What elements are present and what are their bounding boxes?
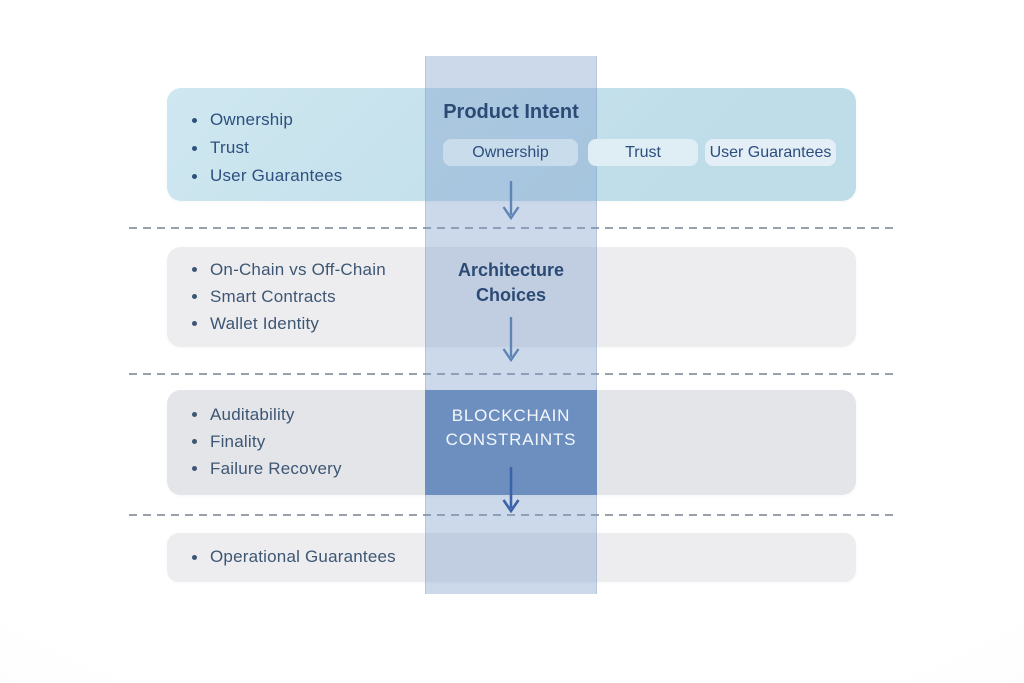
down-arrow-icon bbox=[499, 466, 523, 513]
bullet-dot-icon bbox=[192, 173, 197, 179]
bullet-dot-icon bbox=[192, 145, 197, 151]
list-item: On-Chain vs Off-Chain bbox=[192, 256, 386, 283]
bullet-dot-icon bbox=[192, 466, 197, 471]
list-item-label: Trust bbox=[210, 138, 250, 157]
chip-label: User Guarantees bbox=[709, 143, 832, 161]
list-item: Trust bbox=[192, 134, 342, 162]
bullet-dot-icon bbox=[192, 267, 197, 272]
bullet-list-architecture-choices: On-Chain vs Off-Chain Smart Contracts Wa… bbox=[192, 256, 386, 337]
separator-dashed-line bbox=[129, 373, 895, 375]
chip-ownership: Ownership bbox=[443, 139, 578, 166]
stage-title-product-intent: Product Intent bbox=[443, 101, 579, 123]
down-arrow-icon bbox=[499, 180, 523, 220]
bullet-dot-icon bbox=[192, 412, 197, 417]
bullet-list-product-intent: Ownership Trust User Guarantees bbox=[192, 106, 342, 190]
list-item-label: User Guarantees bbox=[210, 166, 343, 185]
list-item: Wallet Identity bbox=[192, 310, 386, 337]
bullet-list-operational-guarantees: Operational Guarantees bbox=[192, 543, 396, 571]
list-item: Failure Recovery bbox=[192, 455, 342, 482]
list-item: Ownership bbox=[192, 106, 342, 134]
chip-trust: Trust bbox=[588, 139, 698, 166]
bullet-list-blockchain-constraints: Auditability Finality Failure Recovery bbox=[192, 401, 342, 482]
stage-title-label: Architecture Choices bbox=[457, 260, 565, 305]
list-item-label: Smart Contracts bbox=[210, 286, 336, 306]
list-item: Operational Guarantees bbox=[192, 543, 396, 571]
chip-user-guarantees: User Guarantees bbox=[705, 139, 836, 166]
list-item-label: Failure Recovery bbox=[210, 458, 342, 478]
list-item-label: On-Chain vs Off-Chain bbox=[210, 259, 386, 279]
separator-dashed-line bbox=[129, 227, 895, 229]
stage-title-architecture-choices: Architecture Choices bbox=[425, 258, 597, 308]
bullet-dot-icon bbox=[192, 439, 197, 444]
list-item: Smart Contracts bbox=[192, 283, 386, 310]
list-item: User Guarantees bbox=[192, 162, 342, 190]
stage-title-blockchain-constraints: BLOCKCHAIN CONSTRAINTS bbox=[425, 404, 597, 452]
separator-dashed-line bbox=[129, 514, 895, 516]
list-item-label: Operational Guarantees bbox=[210, 547, 396, 566]
list-item-label: Auditability bbox=[210, 404, 295, 424]
list-item-label: Ownership bbox=[210, 110, 294, 129]
chip-label: Trust bbox=[625, 143, 661, 161]
chip-label: Ownership bbox=[472, 143, 549, 161]
list-item-label: Finality bbox=[210, 431, 266, 451]
stage-card-operational-guarantees bbox=[167, 533, 856, 582]
list-item: Finality bbox=[192, 428, 342, 455]
bullet-dot-icon bbox=[192, 294, 197, 299]
list-item-label: Wallet Identity bbox=[210, 313, 320, 333]
list-item: Auditability bbox=[192, 401, 342, 428]
bullet-dot-icon bbox=[192, 554, 197, 560]
down-arrow-icon bbox=[499, 316, 523, 362]
stage-title-label: BLOCKCHAIN CONSTRAINTS bbox=[445, 406, 577, 449]
bullet-dot-icon bbox=[192, 117, 197, 123]
bullet-dot-icon bbox=[192, 321, 197, 326]
